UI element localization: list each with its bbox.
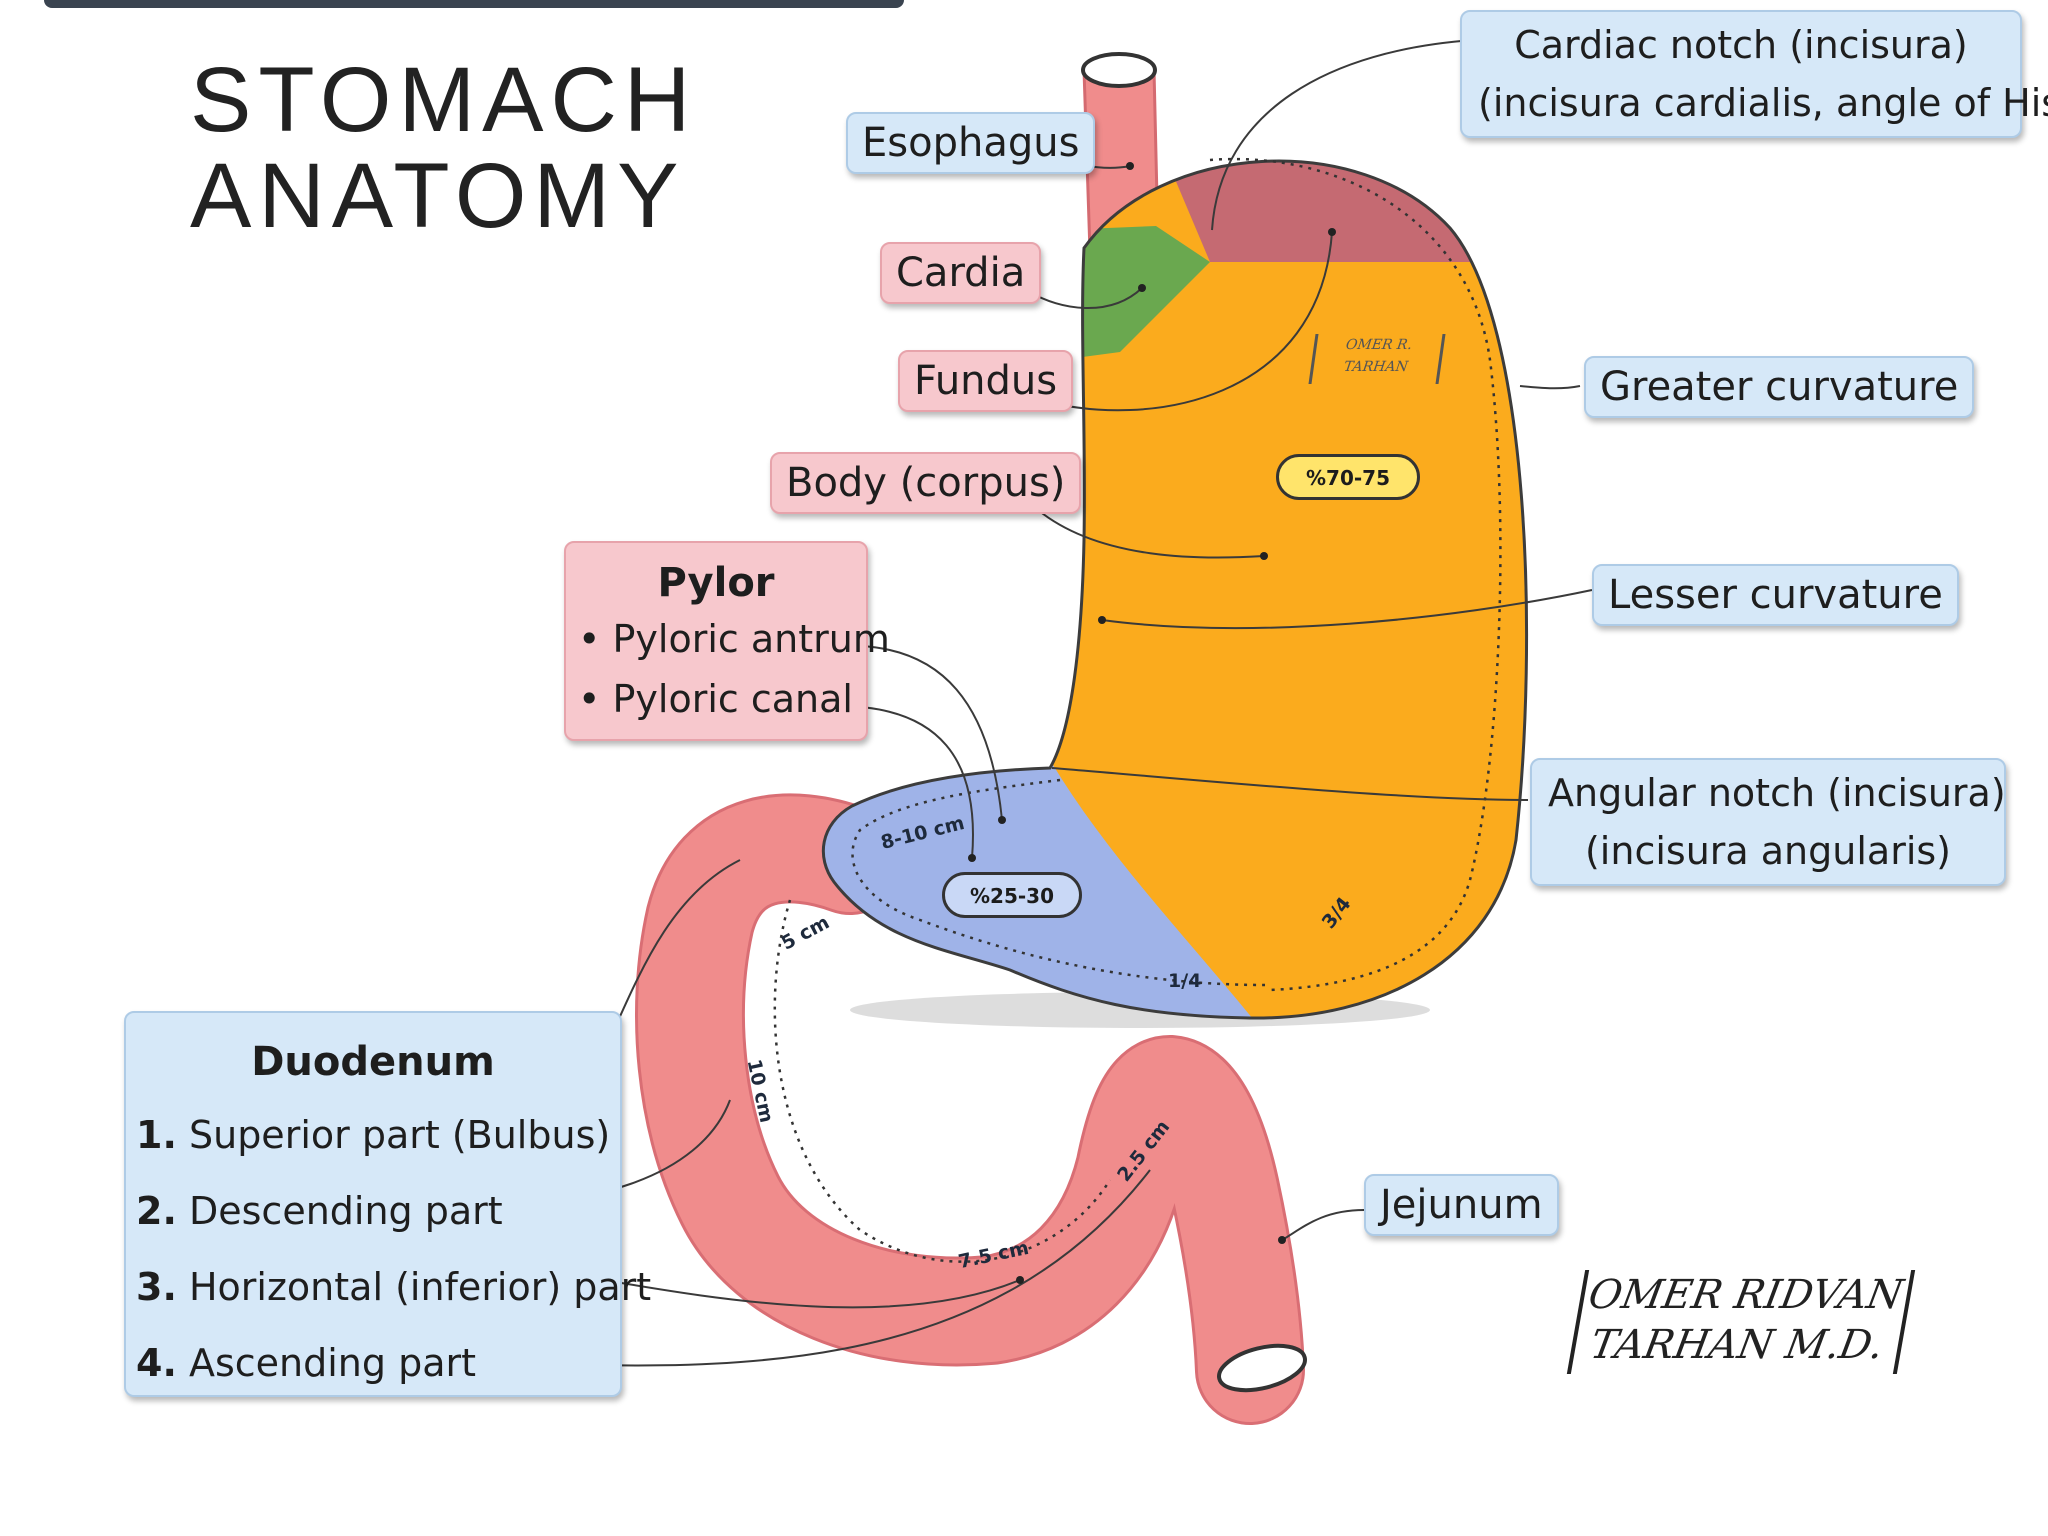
leader-pyloric-antrum — [859, 645, 1003, 821]
page-title-line1: STOMACH — [190, 49, 698, 151]
greater-curvature-dotted-line — [1209, 157, 1502, 992]
leader-lines — [451, 39, 1593, 1367]
watermark-line1: OMER R. — [1344, 337, 1414, 353]
duodenum-part-2-label: Descending part — [188, 1189, 503, 1233]
leader-cardia — [1029, 287, 1143, 309]
label-angular-notch-line2: (incisura angularis) — [1584, 829, 1951, 873]
duodenum-part-2: 2. Descending part — [126, 1173, 620, 1249]
signature-line2: TARHAN M.D. — [1586, 1322, 1887, 1368]
duodenum-part-1-label: Superior part (Bulbus) — [188, 1113, 611, 1157]
label-angular-notch: Angular notch (incisura) (incisura angul… — [1530, 758, 2006, 886]
percent-pylor-pill: %25-30 — [942, 872, 1082, 918]
leader-dots — [968, 162, 1336, 1284]
stomach-outline — [821, 159, 1529, 1020]
pylor-item-canal: • Pyloric canal — [578, 677, 853, 721]
author-signature: OMER RIDVAN TARHAN M.D. — [1566, 1270, 1916, 1374]
duodenum-part-3: 3. Horizontal (inferior) part — [126, 1249, 651, 1325]
label-cardiac-notch-line2: (incisura cardialis, angle of His) — [1478, 81, 2048, 125]
leader-jejunum — [1281, 1209, 1365, 1241]
label-lesser-curvature-text: Lesser curvature — [1608, 572, 1943, 618]
label-cardia-text: Cardia — [896, 250, 1026, 296]
label-fundus: Fundus — [898, 350, 1074, 412]
label-jejunum: Jejunum — [1364, 1174, 1559, 1236]
pylor-heading: Pylor — [657, 560, 775, 606]
label-greater-curvature: Greater curvature — [1584, 356, 1975, 418]
duodenum-part-4-label: Ascending part — [188, 1341, 477, 1385]
label-esophagus: Esophagus — [846, 112, 1096, 174]
leader-pyloric-canal — [837, 705, 974, 859]
leader-horizontal-part — [603, 1279, 1021, 1309]
duodenum-tube — [635, 793, 1307, 1425]
esophagus-opening — [1081, 52, 1157, 88]
label-cardiac-notch: Cardiac notch (incisura) (incisura cardi… — [1460, 10, 2048, 138]
duodenum-heading: Duodenum — [251, 1039, 495, 1085]
label-cardiac-notch-line1: Cardiac notch (incisura) — [1514, 23, 1968, 67]
duodenum-box: Duodenum 1. Superior part (Bulbus) 2. De… — [124, 1011, 651, 1397]
duodenum-part-1: 1. Superior part (Bulbus) — [126, 1097, 620, 1173]
watermark: OMER R. TARHAN — [1308, 334, 1446, 384]
measure-one-quarter: 1/4 — [1168, 970, 1202, 992]
signature-line1: OMER RIDVAN — [1585, 1272, 1907, 1318]
page-title-line2: ANATOMY — [190, 145, 686, 247]
duodenum-part-3-label: Horizontal (inferior) part — [188, 1265, 652, 1309]
watermark-line2: TARHAN — [1342, 359, 1409, 375]
page-title: STOMACH ANATOMY — [190, 52, 697, 244]
pylor-box: Pylor • Pyloric antrum • Pyloric canal — [564, 541, 890, 741]
duodenum-part-1-num: 1. — [136, 1113, 177, 1157]
label-greater-curvature-text: Greater curvature — [1600, 364, 1959, 410]
pylor-item-antrum: • Pyloric antrum — [578, 617, 890, 661]
duodenum-part-4: 4. Ascending part — [126, 1325, 620, 1401]
leader-angular-notch — [1051, 767, 1529, 801]
label-angular-notch-line1: Angular notch (incisura) — [1548, 771, 2006, 815]
label-body-text: Body (corpus) — [786, 460, 1066, 506]
region-fundus — [1150, 161, 1527, 262]
duodenum-part-2-num: 2. — [136, 1189, 177, 1233]
duodenum-fill — [638, 796, 1302, 1422]
leader-body — [1037, 509, 1265, 559]
leader-cardiac-notch — [1211, 39, 1475, 231]
jejunum-opening — [1217, 1343, 1307, 1393]
label-jejunum-text: Jejunum — [1380, 1182, 1543, 1228]
label-fundus-text: Fundus — [914, 358, 1058, 404]
duodenum-part-4-num: 4. — [136, 1341, 177, 1385]
label-esophagus-text: Esophagus — [862, 120, 1080, 166]
leader-greater-curvature — [1519, 385, 1581, 390]
label-body: Body (corpus) — [770, 452, 1082, 514]
leader-lesser-curvature — [1101, 589, 1593, 630]
label-lesser-curvature: Lesser curvature — [1592, 564, 1959, 626]
duodenum-part-3-num: 3. — [136, 1265, 177, 1309]
leader-fundus — [1039, 231, 1333, 412]
label-cardia: Cardia — [880, 242, 1042, 304]
duodenum-dotted-path — [773, 899, 1112, 1263]
percent-body-pill: %70-75 — [1276, 454, 1420, 500]
top-accent-bar — [44, 0, 904, 8]
